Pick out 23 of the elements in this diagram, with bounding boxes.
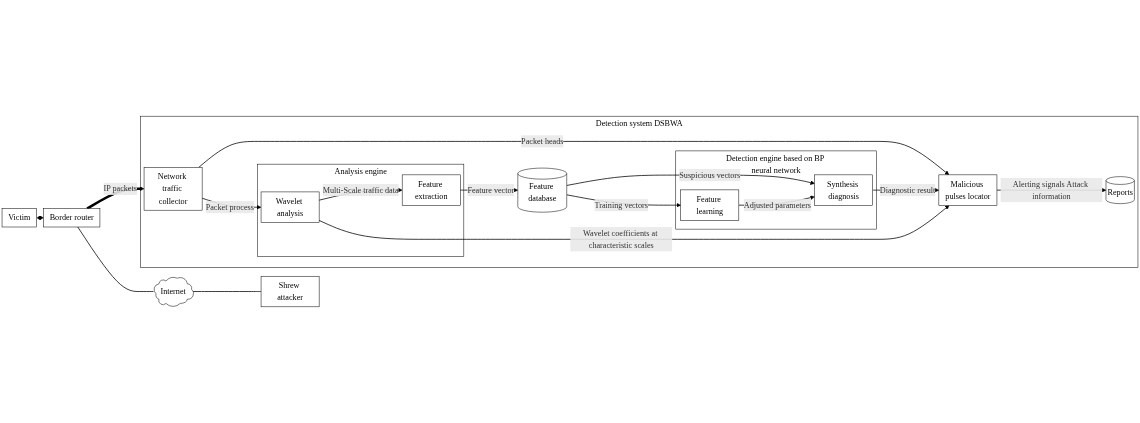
- edge-label: Adjusted parameters: [743, 200, 812, 210]
- node-box: Shrew attacker: [260, 276, 320, 308]
- connector: [77, 226, 154, 292]
- edge-label: Suspicious vectors: [679, 170, 741, 180]
- node-box: Wavelet analysis: [260, 191, 320, 223]
- node-box: Malicious pulses locator: [938, 174, 998, 206]
- edge-label: Multi-Scale traffic data: [322, 185, 399, 195]
- edge-label: Wavelet coefficients at characteristic scales: [583, 228, 658, 250]
- connector: [192, 291, 262, 292]
- edge-label: Packet process: [205, 202, 254, 212]
- node-box: Border router: [43, 208, 101, 228]
- edge-label: Training vectors: [594, 200, 648, 210]
- edge-label: IP packets: [103, 184, 137, 193]
- arrow: [36, 215, 44, 221]
- edge-label: Packet heads: [521, 136, 564, 146]
- node-box: Network traffic collector: [143, 167, 203, 211]
- node-box: Synthesis diagnosis: [814, 174, 873, 206]
- node-box: Feature extraction: [401, 174, 461, 206]
- node-box: Victim: [1, 208, 37, 228]
- edge-label: Alerting signals Attack information: [1012, 179, 1089, 201]
- edge-label: Diagnostic result: [879, 185, 936, 195]
- node-box: Feature learning: [680, 189, 740, 221]
- edge-label: Feature vector: [467, 185, 515, 195]
